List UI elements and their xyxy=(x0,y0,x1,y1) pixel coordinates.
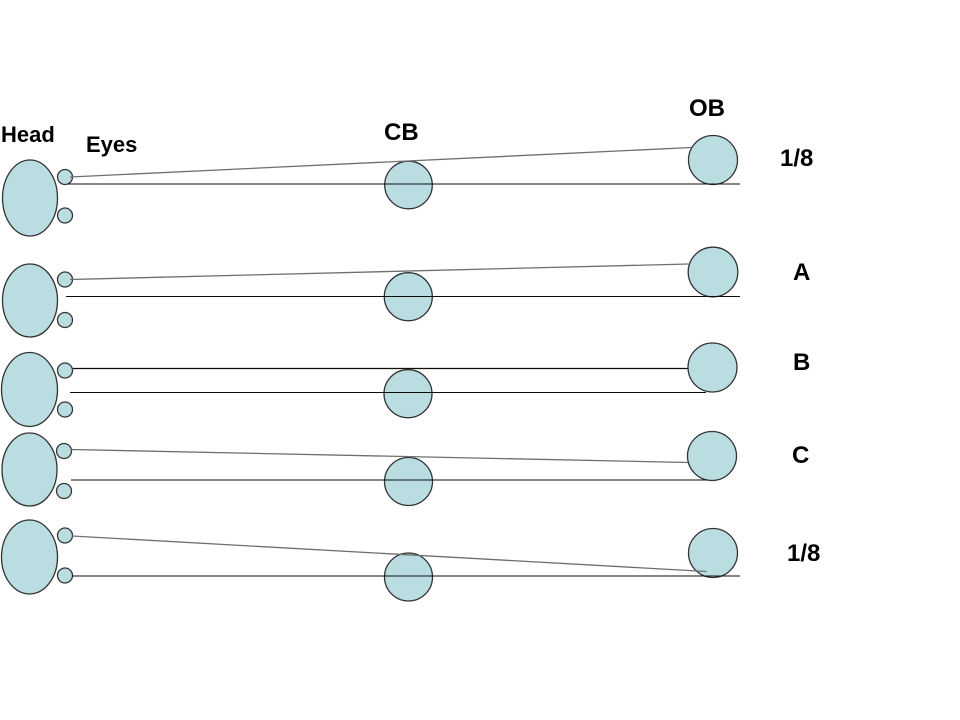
cue-ball-circle xyxy=(383,552,434,602)
ob-label: OB xyxy=(689,95,725,122)
head-label: Head xyxy=(1,122,55,147)
head-ellipse xyxy=(1,263,59,338)
eyes-label: Eyes xyxy=(86,132,137,157)
object-ball-circle xyxy=(686,430,738,482)
cue-ball-circle xyxy=(384,160,433,210)
eye-bottom-circle xyxy=(56,401,74,418)
sight-line xyxy=(71,535,707,573)
eye-bottom-circle xyxy=(56,567,74,584)
row-label: 1/8 xyxy=(787,540,820,567)
cb-label: CB xyxy=(384,119,419,146)
sight-line xyxy=(69,146,692,178)
row-label: C xyxy=(792,442,809,469)
object-ball-circle xyxy=(687,246,739,298)
row-label: 1/8 xyxy=(780,145,813,172)
row-label: B xyxy=(793,349,810,376)
object-ball-circle xyxy=(687,342,738,393)
eye-bottom-circle xyxy=(55,482,73,500)
eye-top-circle xyxy=(56,362,74,379)
sight-line xyxy=(70,448,689,464)
cue-ball-circle xyxy=(383,369,433,419)
head-ellipse xyxy=(1,159,59,237)
object-ball-circle xyxy=(687,527,739,579)
head-ellipse xyxy=(1,432,58,507)
eye-top-circle xyxy=(56,527,74,544)
eye-top-circle xyxy=(55,442,73,460)
eye-bottom-circle xyxy=(56,207,74,224)
cue-ball-circle xyxy=(383,456,434,507)
eye-bottom-circle xyxy=(56,311,74,329)
row-label: A xyxy=(793,259,810,286)
object-ball-circle xyxy=(687,134,739,186)
head-ellipse xyxy=(0,351,59,428)
head-ellipse xyxy=(0,519,59,595)
sight-line xyxy=(69,263,689,281)
